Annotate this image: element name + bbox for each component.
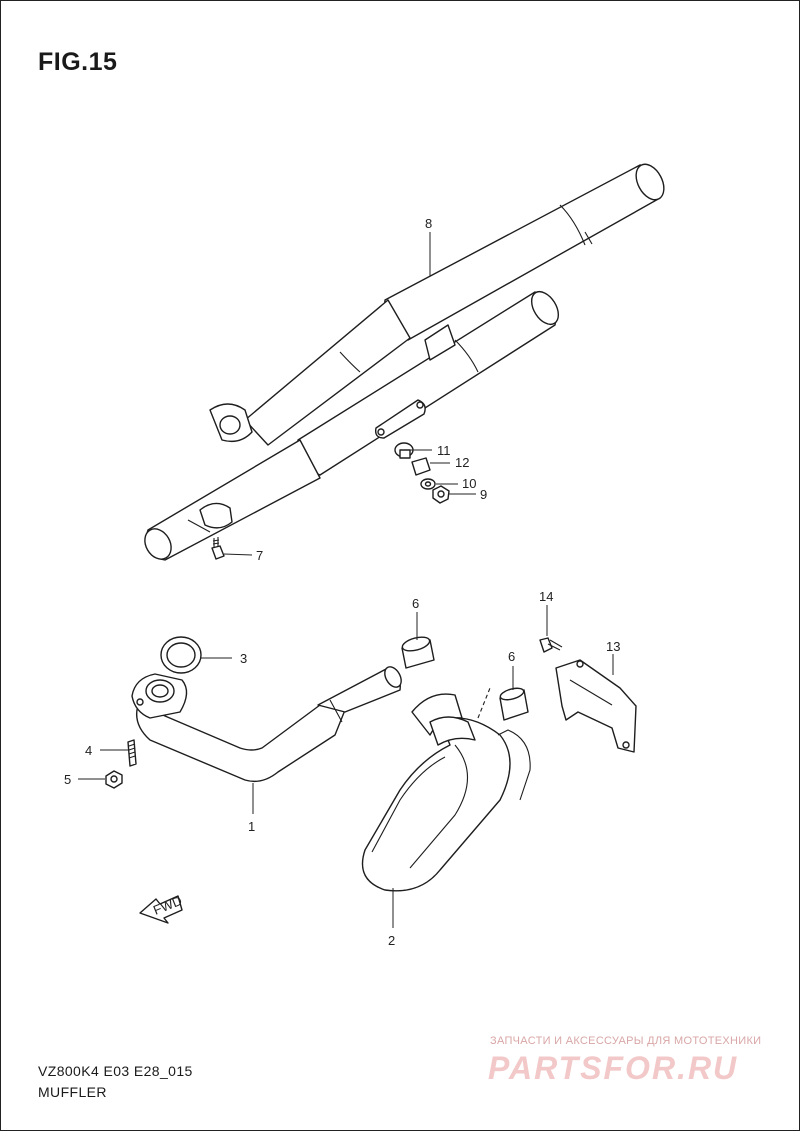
callout-2: 2 (388, 933, 395, 948)
sleeve-6-upper[interactable] (401, 635, 435, 669)
model-code: VZ800K4 E03 E28_015 (38, 1063, 193, 1079)
sleeve-6-lower[interactable] (499, 686, 529, 721)
callout-1: 1 (248, 819, 255, 834)
exhaust-pipe-front-1[interactable] (131, 664, 405, 783)
washer-10[interactable] (420, 478, 436, 490)
callout-4: 4 (85, 743, 92, 758)
callout-7: 7 (256, 548, 263, 563)
bolt-7[interactable] (211, 537, 225, 560)
bolt-14[interactable] (539, 637, 563, 653)
callout-3: 3 (240, 651, 247, 666)
callout-13: 13 (606, 639, 620, 654)
fwd-arrow-icon: FWD (139, 893, 184, 924)
watermark-tagline: ЗАПЧАСТИ И АКСЕССУАРЫ ДЛЯ МОТОТЕХНИКИ (490, 1035, 762, 1047)
muffler-assembly[interactable] (140, 160, 670, 564)
callout-12: 12 (455, 455, 469, 470)
exhaust-pipe-rear-2[interactable] (361, 693, 531, 892)
callout-9: 9 (480, 487, 487, 502)
gasket-3[interactable] (160, 636, 202, 674)
bracket-13[interactable] (555, 659, 637, 753)
figure-caption: MUFFLER (38, 1084, 107, 1100)
callout-6-lower: 6 (508, 649, 515, 664)
callout-10: 10 (462, 476, 476, 491)
spacer-12[interactable] (411, 457, 431, 476)
nut-5[interactable] (105, 770, 123, 789)
stud-bolt-4[interactable] (127, 739, 137, 767)
nut-9[interactable] (432, 485, 450, 504)
figure-title: FIG.15 (38, 48, 118, 76)
callout-11: 11 (437, 443, 451, 458)
callout-14: 14 (539, 589, 553, 604)
callout-5: 5 (64, 772, 71, 787)
leader-lines (78, 232, 614, 928)
watermark-logo: PARTSFOR.RU (488, 1050, 739, 1086)
callout-8: 8 (425, 216, 432, 231)
callout-6-upper: 6 (412, 596, 419, 611)
